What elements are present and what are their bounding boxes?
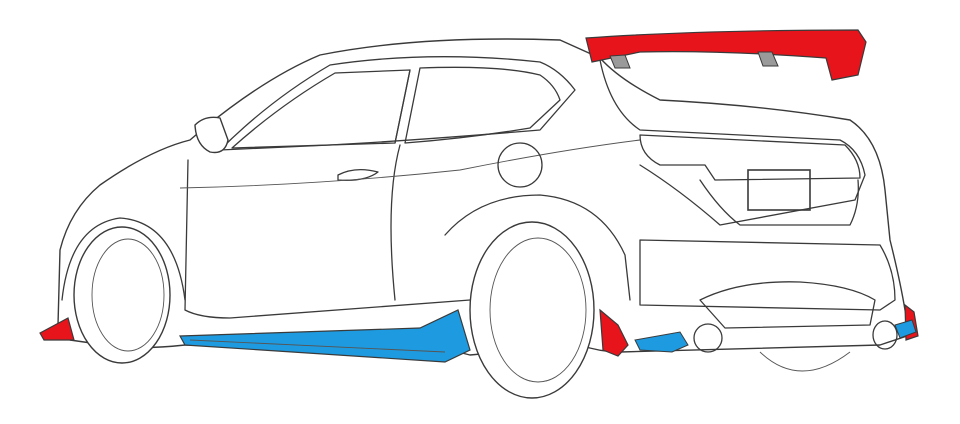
front-window	[231, 69, 411, 149]
diffuser	[699, 281, 876, 329]
side-mirror	[194, 116, 229, 154]
front-wheel	[73, 226, 171, 364]
rear-fender	[444, 194, 631, 301]
exhaust-left	[693, 323, 723, 353]
rear-window	[404, 66, 561, 144]
door-rear-line	[390, 144, 401, 301]
front-canard	[39, 317, 75, 341]
rear-hatch	[599, 59, 866, 226]
rear-mudflap	[599, 308, 629, 357]
fuel-cap	[497, 142, 543, 188]
body-crease	[179, 139, 641, 189]
rear-wheel-inner	[489, 237, 587, 383]
hatch-lower	[699, 179, 859, 226]
tail-light	[639, 134, 861, 181]
side-skirt	[178, 309, 471, 363]
license-plate	[747, 169, 811, 211]
rear-wing	[585, 29, 867, 81]
diffuser-fin-left	[634, 331, 689, 353]
window-frame	[219, 56, 576, 151]
rear-wheel	[469, 221, 595, 399]
wing-stand-left	[609, 54, 631, 69]
exhaust-right	[872, 320, 898, 350]
wing-stand-right	[757, 51, 779, 67]
b-pillar	[394, 69, 411, 144]
front-wheel-inner	[91, 238, 165, 352]
door-line	[184, 159, 471, 319]
rear-bumper	[639, 239, 896, 311]
side-skirt-line	[189, 339, 446, 353]
far-wheel	[759, 351, 851, 372]
front-arch	[61, 217, 186, 301]
diffuser-fin-right	[894, 319, 917, 339]
